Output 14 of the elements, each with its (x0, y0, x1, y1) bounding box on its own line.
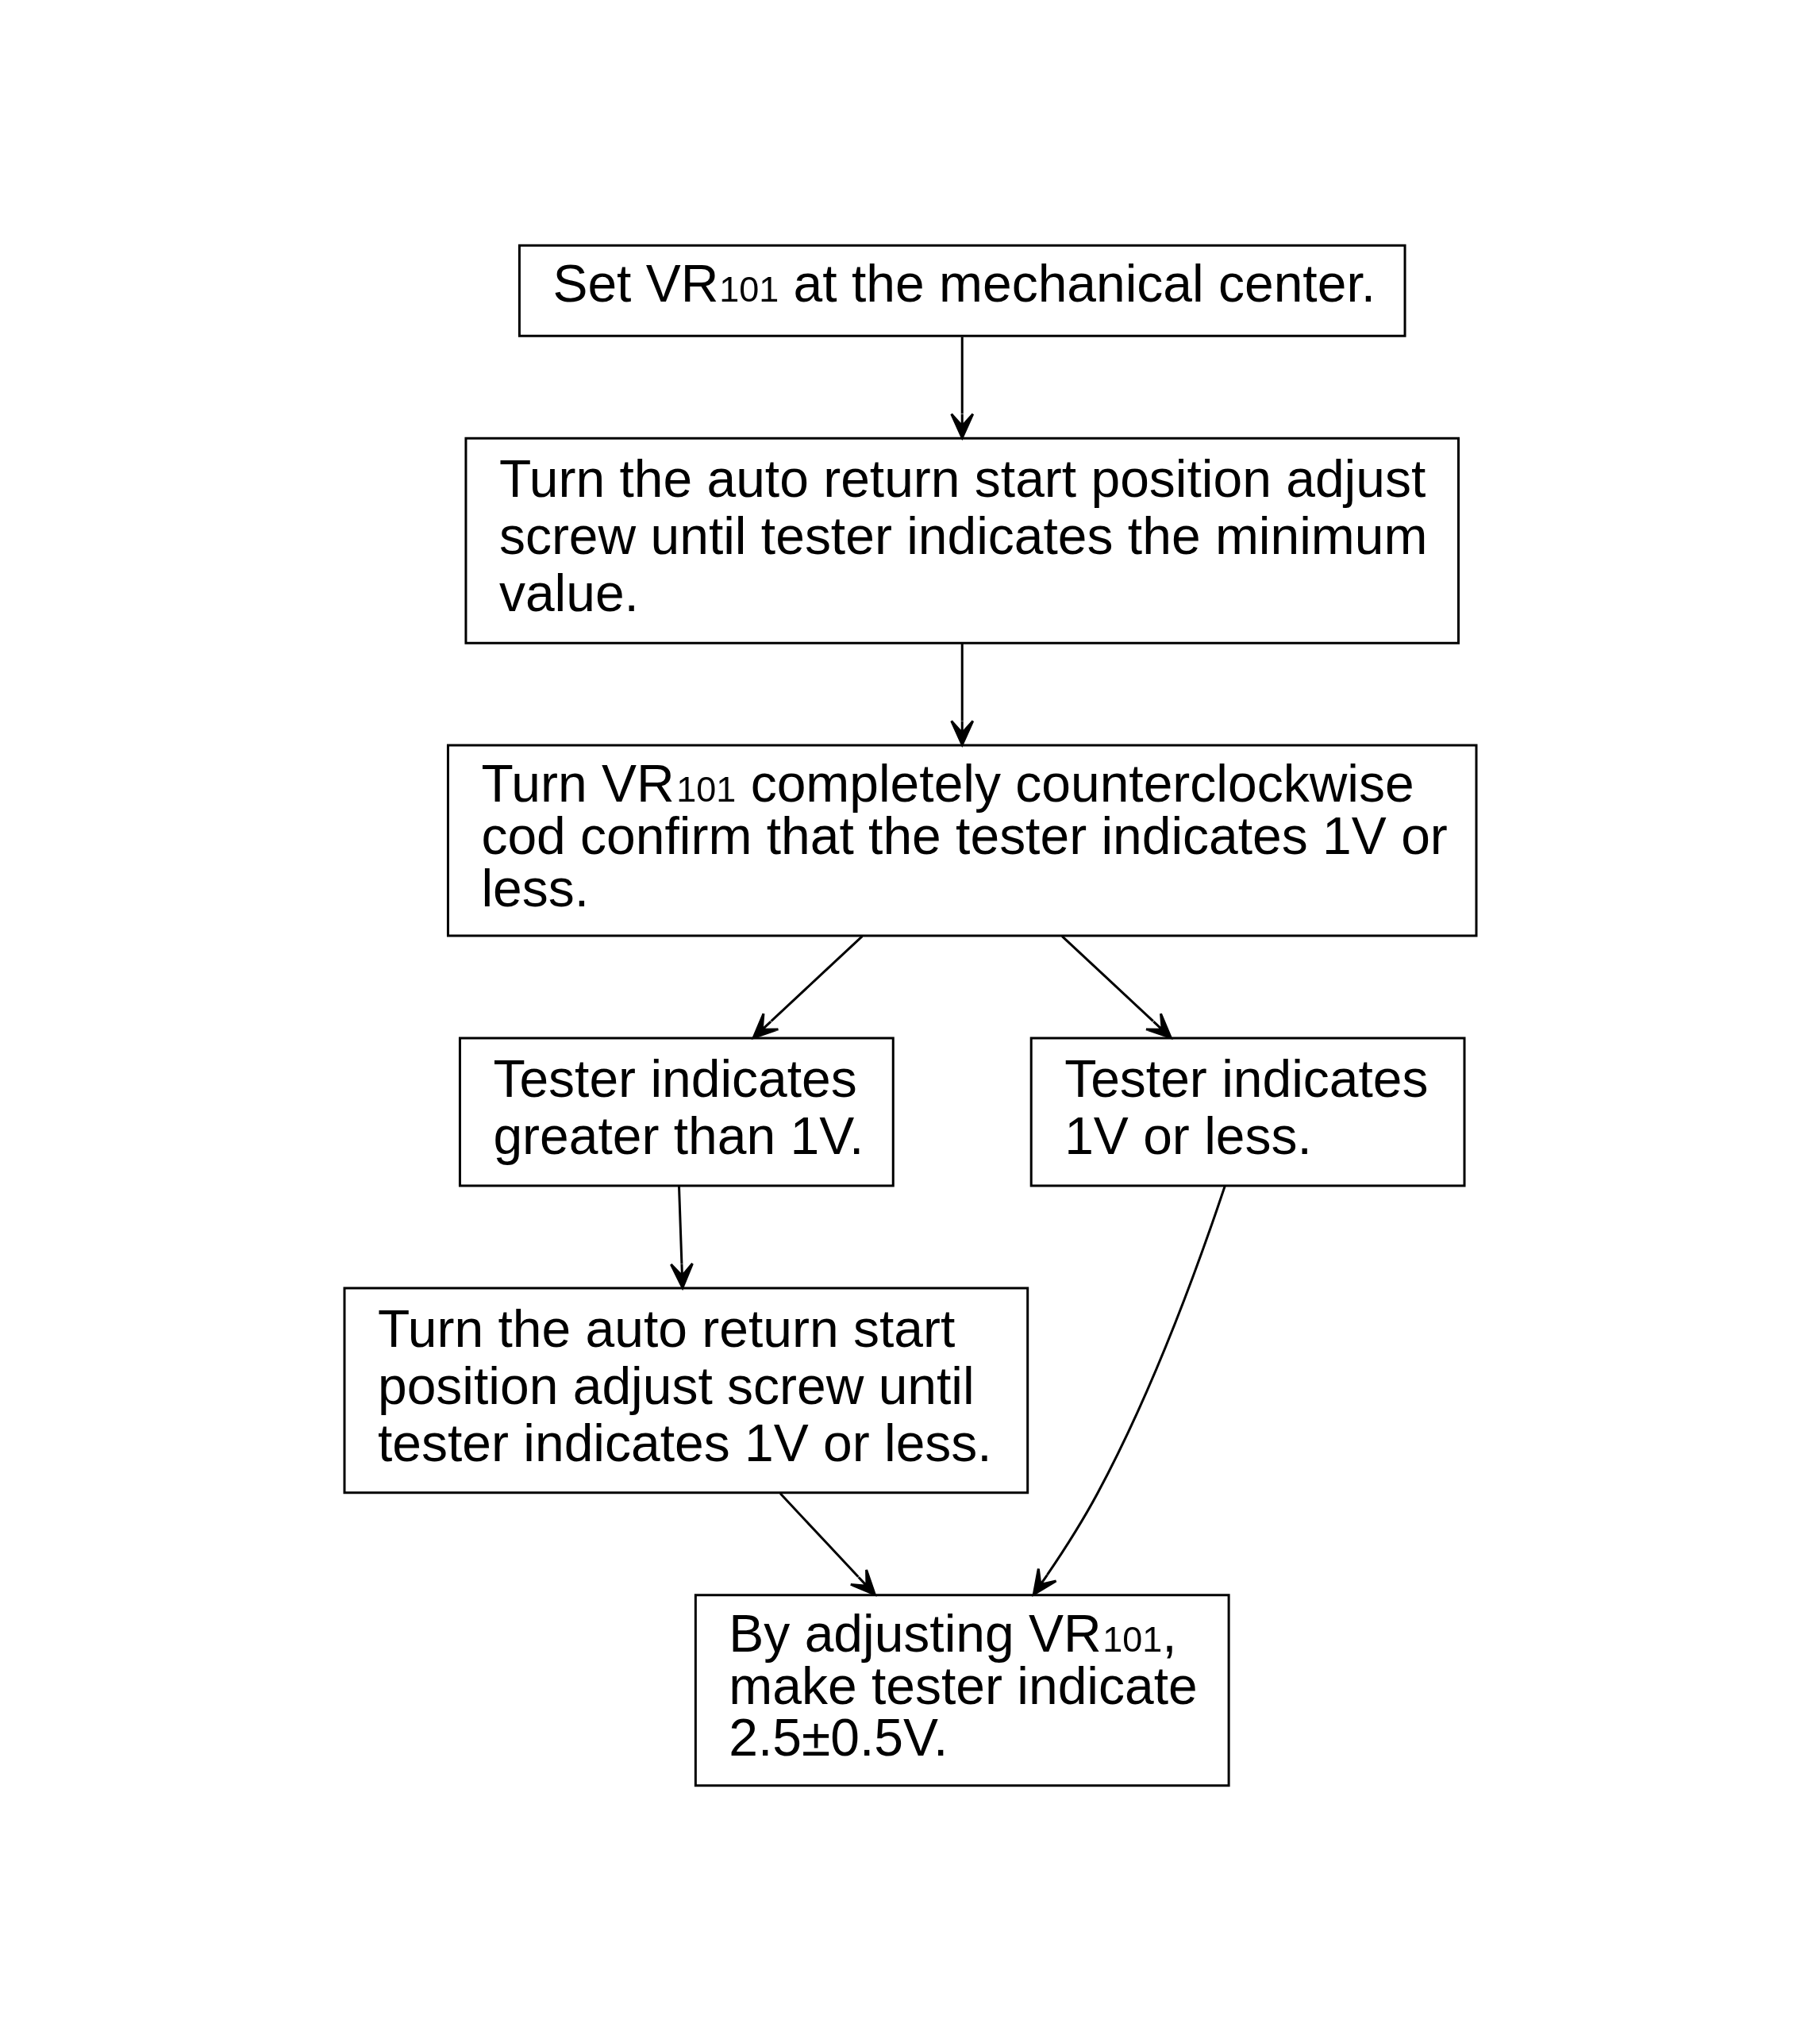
arrow (1032, 1186, 1226, 1596)
node-box: Set VR101 at the mechanical center. (518, 244, 1406, 337)
node-box: Turn the auto return start position adjust screw until tester indicates 1V or less. (343, 1287, 1029, 1494)
arrow (779, 1492, 876, 1596)
node-box: Turn the auto return start position adjust screw until tester indicates the minimum value. (464, 437, 1460, 644)
arrow (1060, 935, 1172, 1040)
node-box: Tester indicates 1V or less. (1029, 1037, 1465, 1187)
arrow (669, 1186, 694, 1289)
arrow (752, 935, 863, 1040)
arrow (949, 644, 974, 746)
arrow (949, 337, 974, 440)
node-box: By adjusting VR101, make tester indicate 2.5±0.5V. (694, 1594, 1230, 1787)
node-box: Turn VR101 completely counterclockwise cod confirm that the tester indicates 1V or less. (446, 744, 1477, 937)
node-box: Tester indicates greater than 1V. (458, 1037, 895, 1187)
